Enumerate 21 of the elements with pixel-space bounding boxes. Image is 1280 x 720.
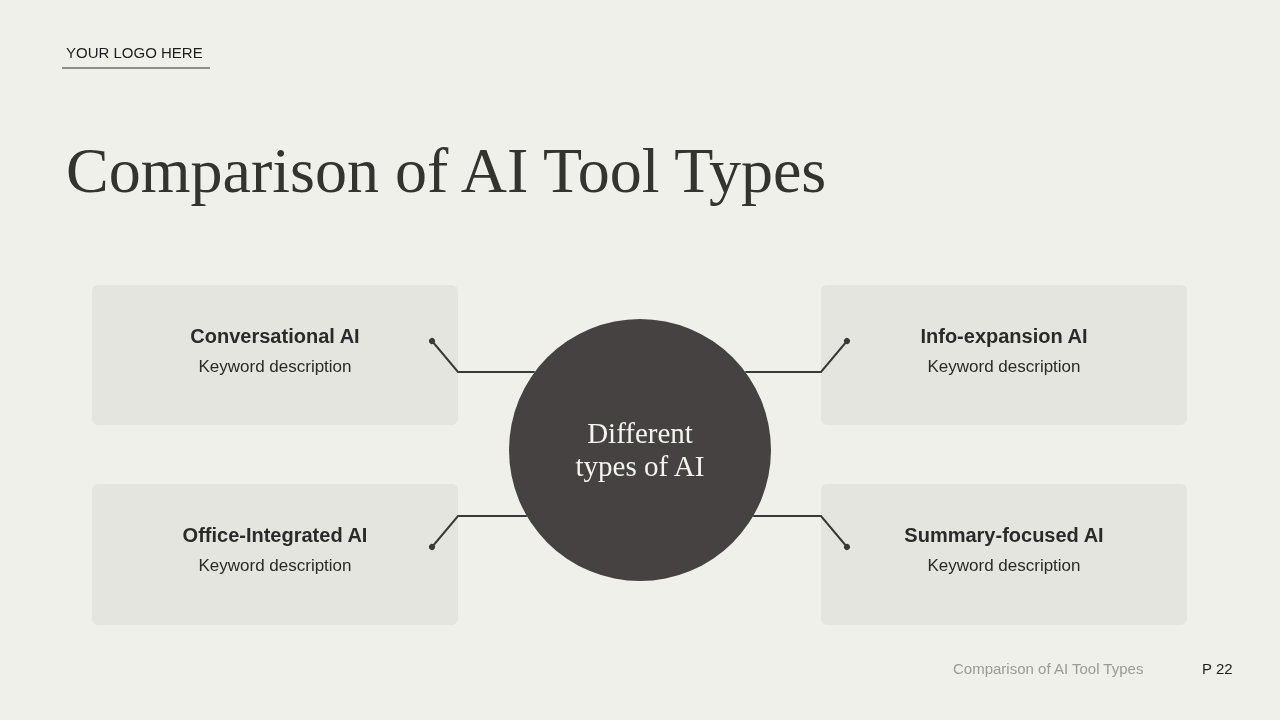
category-card bbox=[92, 484, 458, 625]
slide-title: Comparison of AI Tool Types bbox=[66, 134, 827, 208]
card-heading: Conversational AI bbox=[190, 325, 360, 348]
circle-label: Different types of AI bbox=[574, 416, 706, 484]
connector-line bbox=[752, 515, 850, 550]
connector-line bbox=[429, 338, 536, 373]
category-card bbox=[821, 285, 1187, 425]
category-card bbox=[821, 484, 1187, 625]
page-number: P 22 bbox=[1202, 660, 1233, 677]
footer-text: Comparison of AI Tool Types bbox=[953, 660, 1144, 677]
card-description: Keyword description bbox=[198, 556, 352, 576]
card-description: Keyword description bbox=[198, 357, 352, 377]
connector-line bbox=[744, 338, 850, 373]
placeholder-text: YOUR LOGO HERE bbox=[66, 44, 203, 61]
connector-line bbox=[429, 515, 528, 550]
card-description: Keyword description bbox=[927, 357, 1081, 377]
card-heading: Info-expansion AI bbox=[920, 325, 1088, 348]
card-heading: Summary-focused AI bbox=[904, 524, 1104, 547]
card-description: Keyword description bbox=[927, 556, 1081, 576]
card-heading: Office-Integrated AI bbox=[182, 524, 368, 547]
category-card bbox=[92, 285, 458, 425]
